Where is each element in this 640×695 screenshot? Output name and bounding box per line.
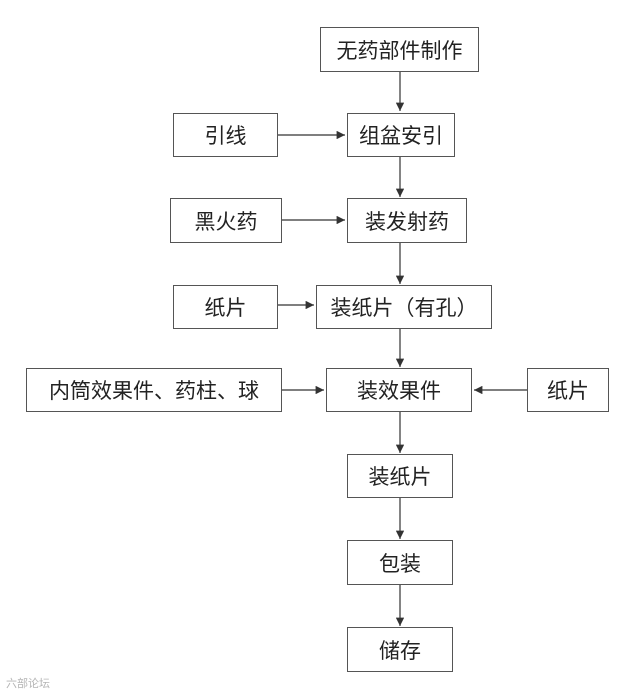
step-load-effect-parts: 装效果件	[326, 368, 472, 412]
input-fuse: 引线	[173, 113, 278, 157]
step-load-lift-charge: 装发射药	[347, 198, 467, 243]
watermark-text: 六部论坛	[6, 677, 50, 690]
input-effect-parts: 内筒效果件、药柱、球	[26, 368, 282, 412]
input-paper-right: 纸片	[527, 368, 609, 412]
input-paper-left: 纸片	[173, 285, 278, 329]
step-storage: 储存	[347, 627, 453, 672]
step-load-perforated-paper: 装纸片（有孔）	[316, 285, 492, 329]
step-packaging: 包装	[347, 540, 453, 585]
step-parts-fabrication: 无药部件制作	[320, 27, 479, 72]
input-black-powder: 黑火药	[170, 198, 282, 243]
step-assemble-fuse: 组盆安引	[347, 113, 455, 157]
step-load-paper: 装纸片	[347, 454, 453, 498]
